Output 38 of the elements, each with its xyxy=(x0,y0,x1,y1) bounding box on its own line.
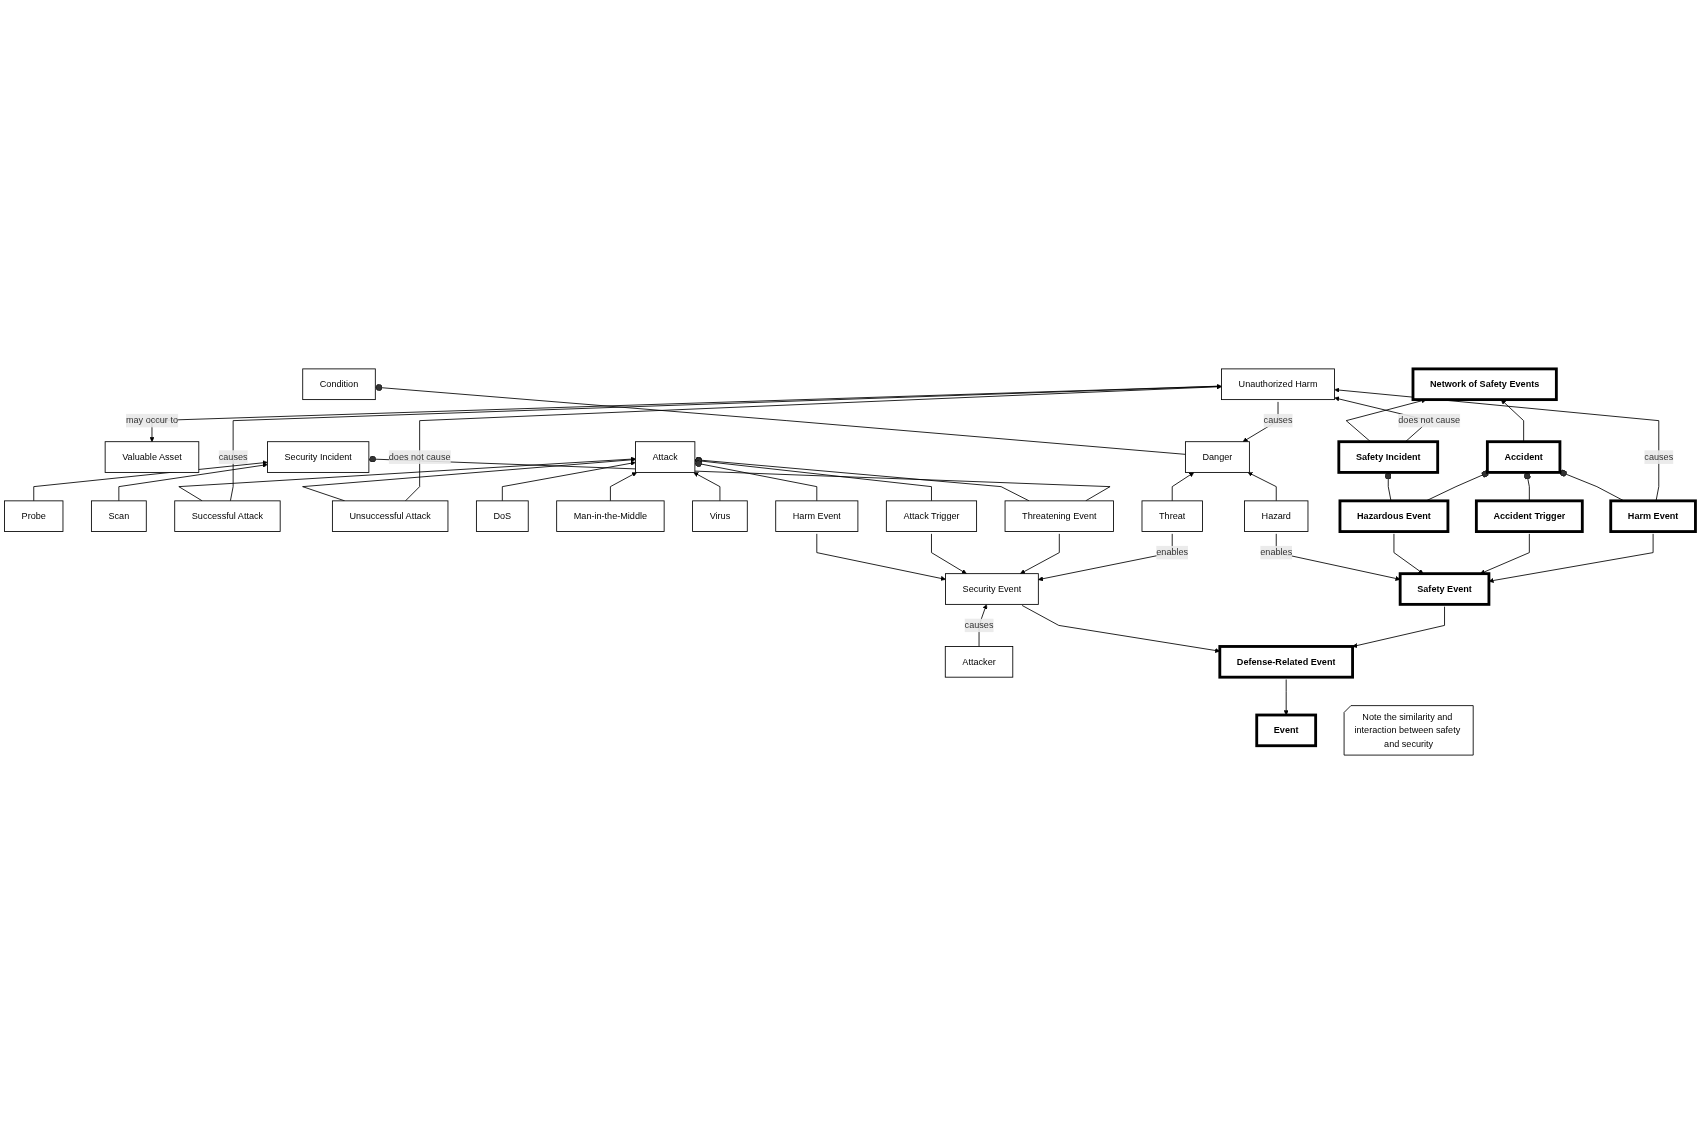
node-box: Scan xyxy=(91,500,147,532)
node-box: Network of Safety Events xyxy=(1411,367,1558,402)
node-box: Security Event xyxy=(945,573,1039,605)
node-box: Event xyxy=(1255,713,1318,748)
edge-label: causes xyxy=(964,620,994,630)
edge-label: may occur to xyxy=(125,415,179,426)
node-box: Harm Event xyxy=(1609,499,1697,533)
node-box: Hazard xyxy=(1244,500,1309,532)
edge-label: enables xyxy=(1260,547,1293,558)
node-box: Threat xyxy=(1141,500,1203,532)
edge-label: does not cause xyxy=(388,451,451,462)
node-box: Probe xyxy=(4,500,64,532)
node-box: Virus xyxy=(692,500,748,532)
node-box: Unauthorized Harm xyxy=(1221,368,1335,401)
node-box: Hazardous Event xyxy=(1338,499,1450,533)
node-box: Safety Event xyxy=(1398,572,1491,606)
node-box: Threatening Event xyxy=(1004,500,1114,532)
edge-label: causes xyxy=(1263,415,1293,426)
node-box: Attacker xyxy=(944,646,1014,678)
node-box: Accident Trigger xyxy=(1474,499,1584,533)
node-box: Safety Incident xyxy=(1337,440,1440,474)
node-box: Successful Attack xyxy=(174,500,281,532)
node-box: Security Incident xyxy=(267,441,370,473)
node-box: Condition xyxy=(302,368,376,401)
node-box: Harm Event xyxy=(775,500,859,532)
node-box: Unsuccessful Attack xyxy=(331,500,449,532)
node-box: Attack xyxy=(635,441,696,473)
edge-label: causes xyxy=(1644,451,1674,462)
node-box: DoS xyxy=(475,500,529,532)
node-box: Danger xyxy=(1185,441,1250,473)
node-box: Valuable Asset xyxy=(104,441,200,473)
edge-label: does not cause xyxy=(1398,415,1460,426)
edge-label: causes xyxy=(218,451,248,462)
node-box: Defense-Related Event xyxy=(1218,645,1354,679)
node-box: Man-in-the-Middle xyxy=(556,500,665,532)
node-box: Accident xyxy=(1485,440,1562,474)
edge-label: enables xyxy=(1156,547,1189,558)
node-box: Attack Trigger xyxy=(885,500,978,532)
